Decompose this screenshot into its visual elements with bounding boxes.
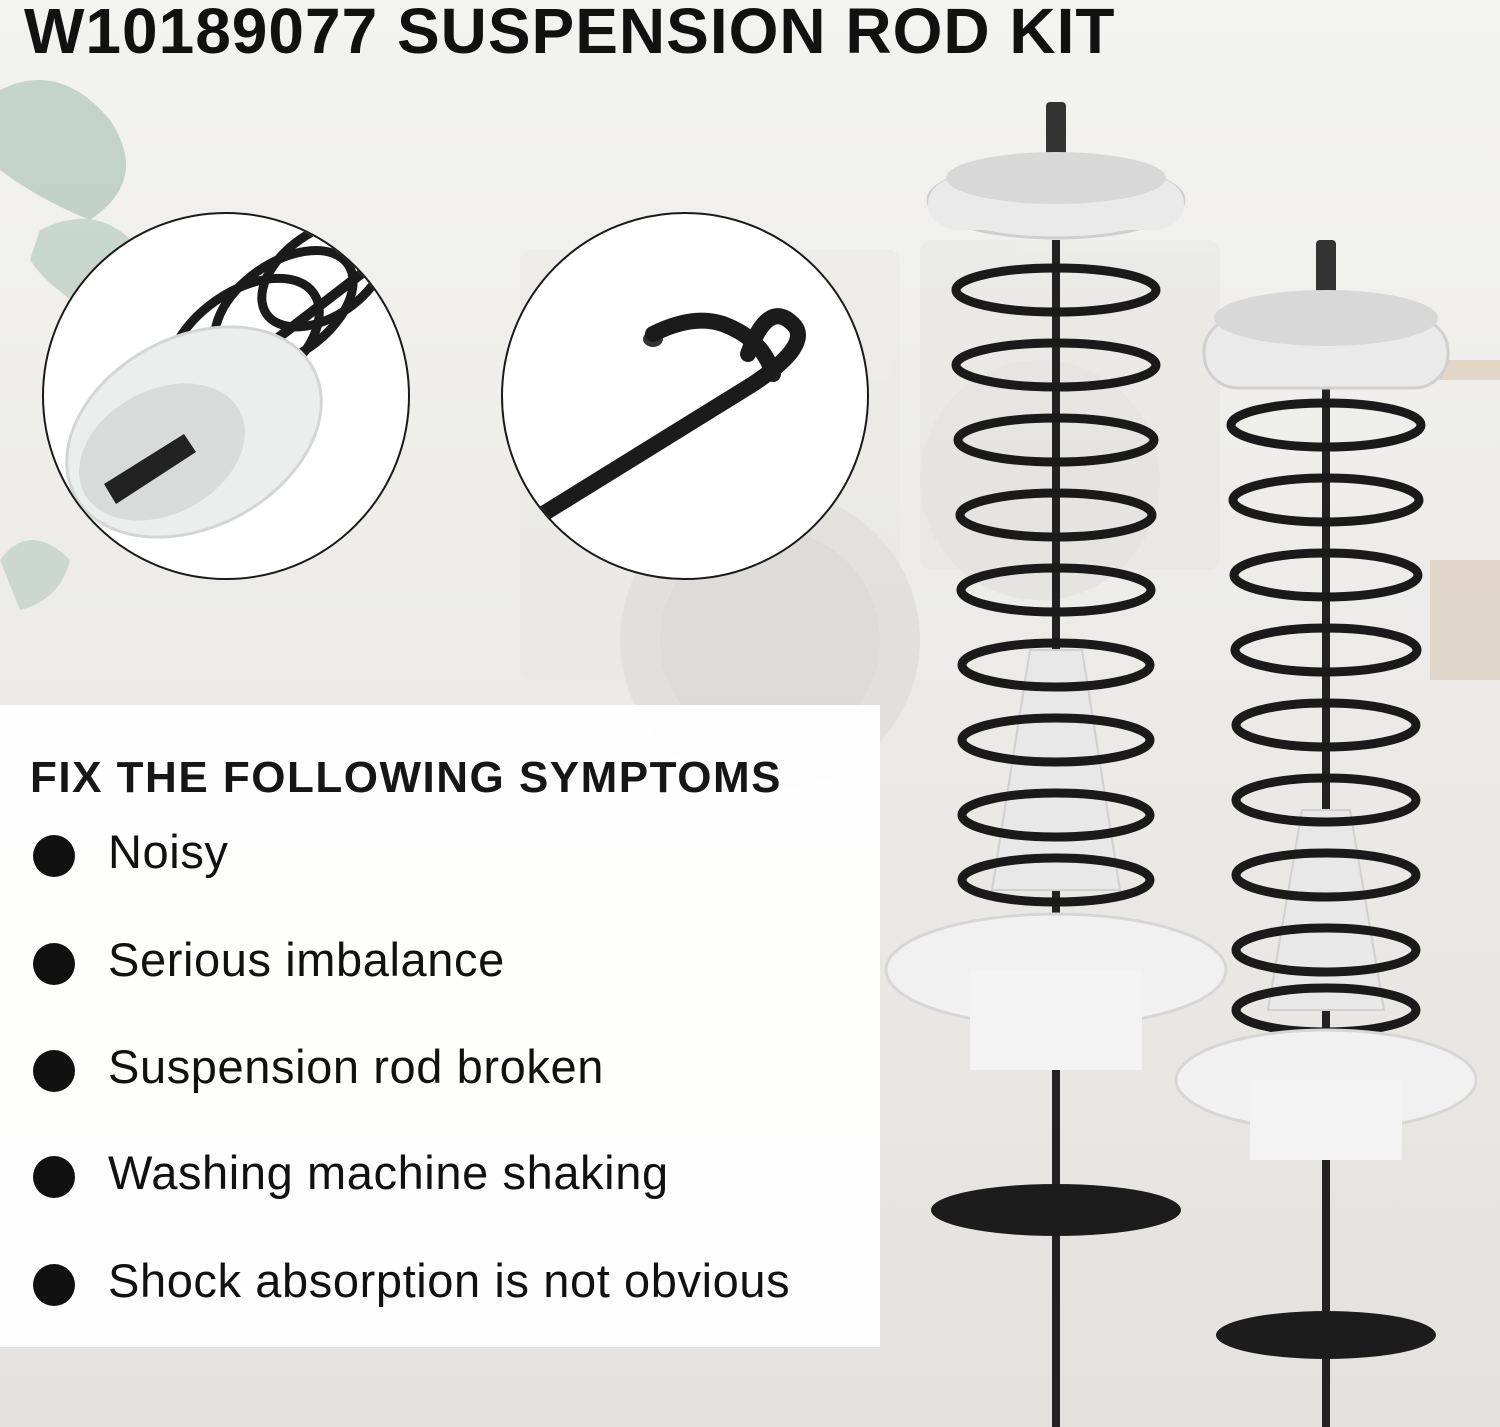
detail-circle-spring-cap bbox=[42, 212, 410, 580]
symptom-label: Serious imbalance bbox=[108, 933, 505, 986]
suspension-rods-illustration bbox=[884, 102, 1478, 1427]
symptom-label: Washing machine shaking bbox=[108, 1146, 669, 1199]
detail-circle-hook-end bbox=[501, 212, 869, 580]
symptom-label: Noisy bbox=[108, 825, 229, 878]
bullet-icon bbox=[33, 943, 75, 985]
symptom-item: Washing machine shaking bbox=[0, 1139, 880, 1209]
symptom-label: Shock absorption is not obvious bbox=[108, 1254, 791, 1307]
symptom-item: Suspension rod broken bbox=[0, 1033, 880, 1103]
suspension-rod-2 bbox=[1174, 240, 1478, 1427]
symptoms-panel: FIX THE FOLLOWING SYMPTOMS Noisy Serious… bbox=[0, 705, 880, 1347]
suspension-rod-1 bbox=[884, 102, 1228, 1427]
bullet-icon bbox=[33, 1264, 75, 1306]
symptom-item: Shock absorption is not obvious bbox=[0, 1247, 880, 1317]
bullet-icon bbox=[33, 1050, 75, 1092]
page-title: W10189077 SUSPENSION ROD KIT bbox=[24, 0, 1116, 67]
symptoms-heading: FIX THE FOLLOWING SYMPTOMS bbox=[30, 753, 782, 802]
bullet-icon bbox=[33, 835, 75, 877]
symptom-label: Suspension rod broken bbox=[108, 1040, 604, 1093]
bullet-icon bbox=[33, 1156, 75, 1198]
symptom-item: Serious imbalance bbox=[0, 926, 880, 996]
symptom-item: Noisy bbox=[0, 818, 880, 888]
